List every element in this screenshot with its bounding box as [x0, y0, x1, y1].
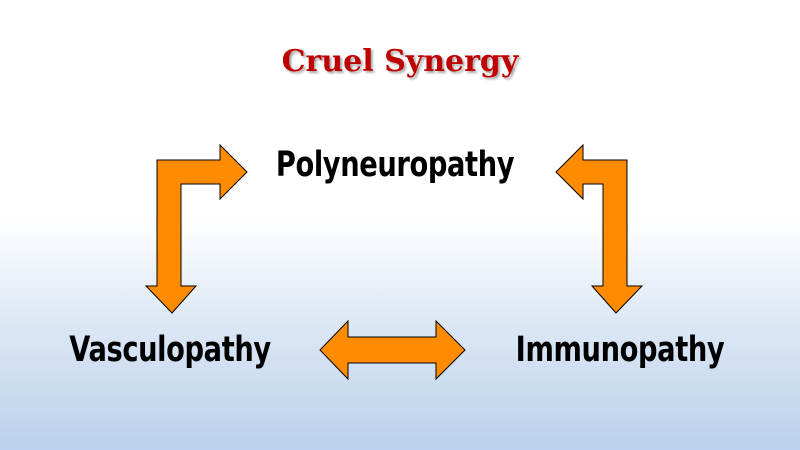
double-arrow-horizontal [319, 319, 466, 381]
elbow-arrow-right [555, 143, 644, 314]
node-polyneuropathy: Polyneuropathy [275, 145, 515, 185]
slide-title: Cruel Synergy [281, 44, 519, 79]
node-vasculopathy: Vasculopathy [69, 330, 271, 370]
node-immunopathy: Immunopathy [515, 330, 725, 370]
elbow-arrow-left [144, 143, 248, 314]
